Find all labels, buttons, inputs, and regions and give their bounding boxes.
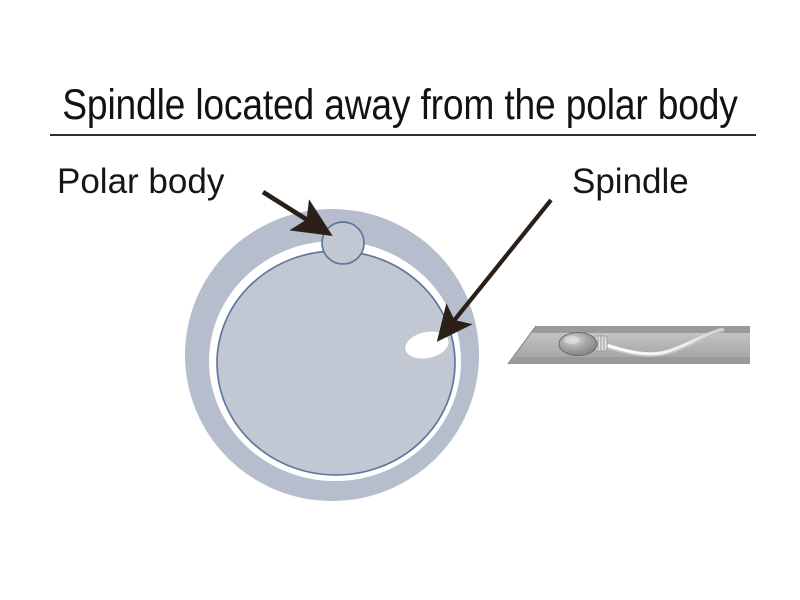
oocyte-membrane: [216, 250, 456, 476]
pipette-lower-wall: [508, 357, 750, 364]
pipette-upper-wall: [531, 326, 750, 333]
sperm-head: [558, 331, 598, 357]
spindle-arrow: [436, 198, 553, 342]
label-polar-body: Polar body: [57, 162, 225, 201]
icsi-micropipette: [507, 325, 750, 365]
sperm-tail-shadow: [603, 331, 723, 357]
label-spindle: Spindle: [572, 162, 689, 201]
title-block: Spindle located away from the polar body: [0, 82, 800, 140]
polar-body: [321, 221, 365, 265]
polar-body-arrow: [261, 190, 333, 236]
sperm-head-highlight: [564, 336, 580, 344]
sperm-tail: [601, 327, 725, 357]
pipette-bevel-edge: [507, 325, 537, 365]
title-underline-rule: [50, 134, 756, 136]
page-title: Spindle located away from the polar body: [62, 81, 738, 129]
